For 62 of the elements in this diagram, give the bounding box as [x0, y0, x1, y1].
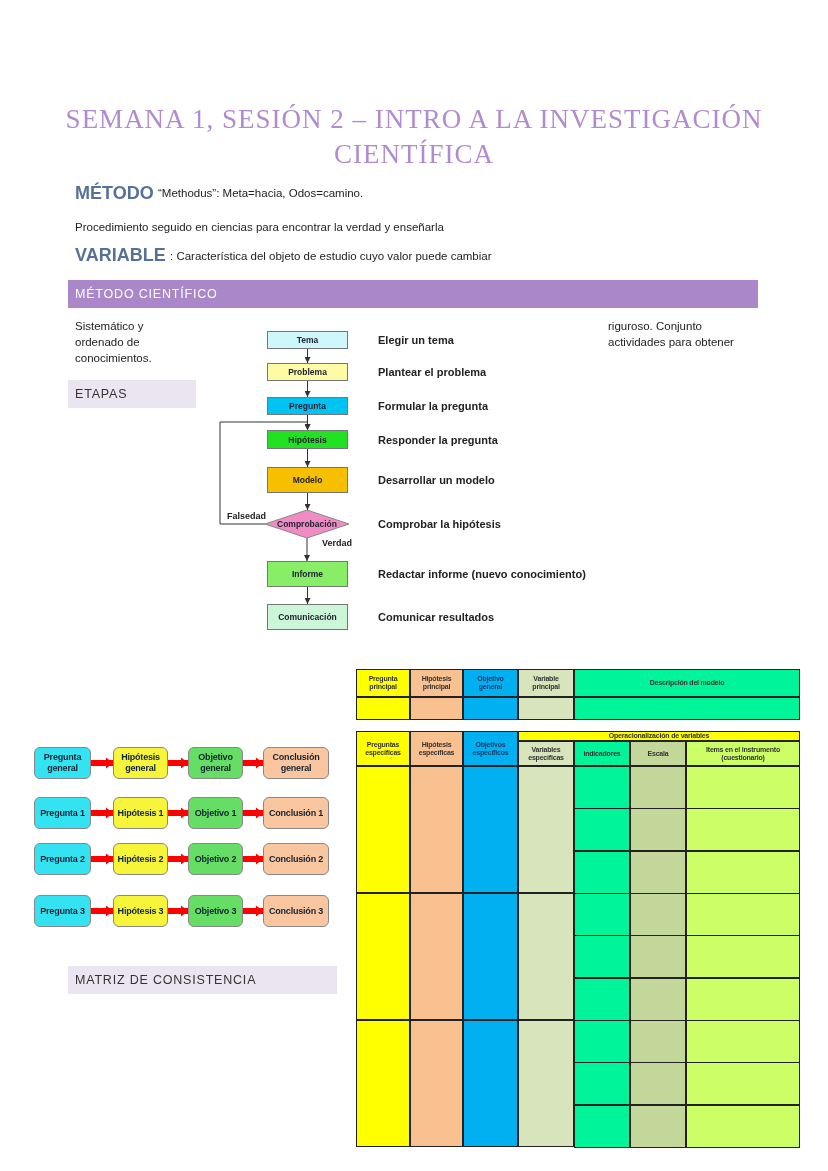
step-description: Comprobar la hipótesis [378, 517, 501, 532]
step-description: Responder la pregunta [378, 432, 498, 448]
process-box: Objetivo 1 [188, 797, 243, 829]
process-box: Hipótesis 3 [113, 895, 168, 927]
process-box: Hipótesis general [113, 747, 168, 779]
process-box: Tema [267, 331, 348, 349]
process-box: Problema [267, 363, 348, 381]
block-arrow [91, 855, 113, 863]
step-description: Redactar informe (nuevo conocimiento) [378, 567, 586, 582]
process-box: Conclusión general [263, 747, 329, 779]
step-description: Formular la pregunta [378, 399, 489, 414]
process-box: Pregunta 1 [34, 797, 91, 829]
step-description: Plantear el problema [378, 365, 487, 380]
process-box: Pregunta general [34, 747, 91, 779]
text-line: riguroso. Conjunto actividades para obtener [608, 319, 735, 351]
process-box: Objetivo general [188, 747, 243, 779]
process-box: Modelo [267, 467, 348, 493]
process-box: Pregunta 2 [34, 843, 91, 875]
process-box: Conclusión 3 [263, 895, 329, 927]
arrow [304, 380, 311, 398]
block-arrow [91, 907, 113, 915]
section-band: ETAPAS [68, 380, 196, 408]
process-box: Informe [267, 561, 348, 587]
heading-word: VARIABLE [75, 245, 166, 266]
block-arrow [168, 855, 188, 863]
block-arrow [91, 759, 113, 767]
block-arrow [243, 855, 263, 863]
process-box: Objetivo 3 [188, 895, 243, 927]
block-arrow [168, 759, 188, 767]
block-arrow [168, 809, 188, 817]
process-box: Conclusión 2 [263, 843, 329, 875]
section-band: MÉTODO CIENTÍFICO [68, 280, 758, 308]
block-arrow [243, 907, 263, 915]
arrow [219, 421, 311, 525]
text-line: Sistemático y ordenado de conocimientos. [75, 319, 153, 367]
process-box: Hipótesis [267, 430, 348, 449]
block-arrow [168, 907, 188, 915]
process-box: Hipótesis 1 [113, 797, 168, 829]
block-arrow [243, 759, 263, 767]
block-arrow [243, 809, 263, 817]
process-box: Pregunta [267, 397, 348, 415]
process-box: Conclusión 1 [263, 797, 329, 829]
arrow [304, 537, 310, 562]
text-line: Procedimiento seguido en ciencias para encontrar la verdad y enseñarla [75, 220, 444, 235]
page-title: SEMANA 1, SESIÓN 2 – INTRO A LA INVESTIGACIÓN CIENTÍFICA [64, 103, 764, 172]
process-box: Pregunta 3 [34, 895, 91, 927]
process-box: Hipótesis 2 [113, 843, 168, 875]
step-description: Elegir un tema [378, 333, 454, 348]
arrow [304, 448, 311, 468]
step-description: Desarrollar un modelo [378, 473, 495, 488]
process-box: Comunicación [267, 604, 348, 630]
heading-word: MÉTODO [75, 183, 154, 204]
section-band: MATRIZ DE CONSISTENCIA [68, 966, 337, 994]
arrow [304, 348, 311, 364]
process-box: Objetivo 2 [188, 843, 243, 875]
block-arrow [91, 809, 113, 817]
arrow [304, 492, 311, 511]
decision-diamond: Comprobación [265, 510, 349, 538]
arrow [304, 586, 311, 605]
text-line: “Methodus”: Meta=hacia, Odos=camino. [158, 187, 364, 199]
step-description: Comunicar resultados [378, 610, 495, 625]
text-line: : Característica del objeto de estudio cuyo valor puede cambiar [170, 250, 492, 262]
